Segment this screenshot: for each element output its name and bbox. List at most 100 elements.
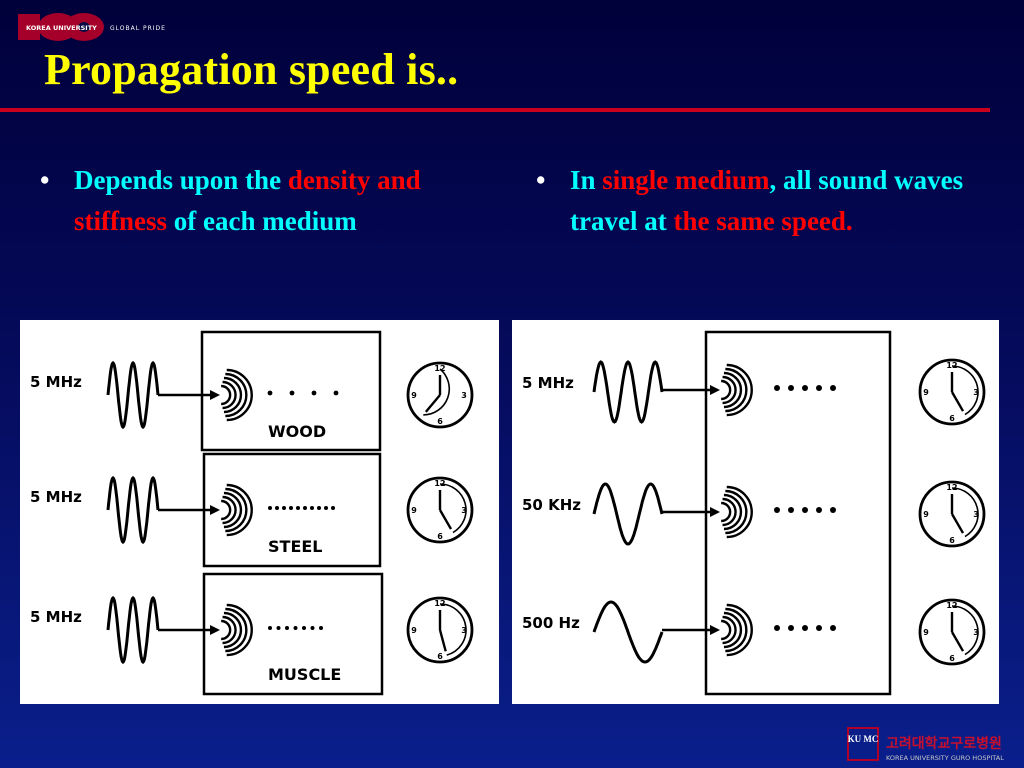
wavefront-arc (222, 380, 237, 410)
clock-number: 3 (461, 626, 467, 635)
bullet-single-medium: • In single medium, all sound waves trav… (536, 160, 990, 242)
sound-wave (106, 595, 160, 665)
travel-dot (816, 507, 822, 513)
travel-dot (317, 506, 321, 510)
travel-dot (303, 506, 307, 510)
clock-number: 3 (461, 391, 467, 400)
wavefront-arc (726, 485, 753, 539)
wavefront-arc (722, 615, 737, 645)
clock-number: 9 (923, 628, 929, 637)
travel-dot (788, 385, 794, 391)
wavefront-arc (222, 615, 237, 645)
travel-dot (774, 625, 780, 631)
clock-number: 3 (461, 506, 467, 515)
hospital-logo: KU MC 고려대학교구로병원 KOREA UNIVERSITY GURO HO… (847, 727, 1004, 762)
wavefront-arc (221, 619, 232, 641)
frequency-label: 5 MHz (30, 488, 82, 506)
wavefront-arc (725, 607, 748, 653)
travel-dot (267, 390, 273, 396)
travel-dot (802, 507, 808, 513)
wavefront-arc (722, 375, 737, 405)
travel-dot (310, 626, 315, 630)
frequency-label: 5 MHz (30, 373, 82, 391)
arrow-head (210, 390, 220, 400)
travel-dot (331, 506, 335, 510)
arrow-head (710, 625, 720, 635)
bullet-text: Depends upon the (74, 165, 288, 195)
elapsed-arc (423, 368, 451, 416)
clock-number: 12 (434, 364, 445, 373)
clock-number: 6 (949, 414, 955, 423)
wavefront-arc (223, 376, 243, 414)
wavefront-arc (723, 493, 743, 531)
wavefront-arc (221, 384, 232, 406)
travel-dot (276, 626, 281, 630)
clock-number: 6 (437, 417, 443, 426)
clock-number: 9 (923, 388, 929, 397)
travel-dot (311, 390, 317, 396)
wavefront-arc (726, 603, 753, 657)
medium-box-wood (200, 330, 382, 452)
elapsed-arc (951, 605, 979, 656)
wavefront-arc (725, 489, 748, 535)
arrow-head (210, 505, 220, 515)
bullet-text: In (570, 165, 603, 195)
wavefront-arc (721, 501, 732, 523)
travel-dot (289, 390, 295, 396)
wavefront-arc (226, 368, 253, 422)
sound-wave (106, 360, 160, 430)
elapsed-arc (951, 487, 979, 538)
travel-dot (275, 506, 279, 510)
frequency-label: 500 Hz (522, 614, 580, 632)
travel-dot (802, 385, 808, 391)
elapsed-arc (951, 365, 979, 416)
arrow-head (710, 507, 720, 517)
wavefront-arc (725, 367, 748, 413)
sound-wave (592, 360, 664, 424)
travel-dot (302, 626, 306, 630)
bullet-icon: • (536, 165, 546, 195)
wavefront-arc (222, 495, 237, 525)
logo-korean: 고려대학교구로병원 (886, 735, 1002, 752)
clock-number: 9 (411, 506, 417, 515)
clock-number: 9 (411, 391, 417, 400)
korea-university-logo: KOREA UNIVERSITY GLOBAL PRIDE (18, 13, 165, 41)
sound-wave (592, 482, 664, 546)
clock-number: 6 (949, 536, 955, 545)
elapsed-arc (439, 603, 467, 656)
sound-wave (592, 600, 664, 664)
wavefront-arc (721, 619, 732, 641)
bullet-icon: • (40, 165, 50, 195)
clock-number: 6 (437, 532, 443, 541)
frequency-label: 5 MHz (30, 608, 82, 626)
bullet-highlight: density and stiffness (74, 165, 421, 236)
travel-dot (289, 506, 293, 510)
single-medium-box (704, 330, 892, 696)
travel-dot (788, 507, 794, 513)
logo-english: KOREA UNIVERSITY GURO HOSPITAL (886, 754, 1004, 762)
travel-dot (816, 385, 822, 391)
clock-number: 3 (973, 510, 979, 519)
travel-dot (816, 625, 822, 631)
wavefront-arc (722, 497, 737, 527)
wavefront-arc (226, 603, 253, 657)
wavefront-arc (723, 611, 743, 649)
travel-dot (293, 626, 298, 630)
travel-dot (268, 506, 272, 510)
travel-dot (319, 626, 323, 630)
travel-dot (324, 506, 328, 510)
travel-dot (774, 507, 780, 513)
arrow-head (710, 385, 720, 395)
travel-dot (788, 625, 794, 631)
travel-dot (333, 390, 339, 396)
logo-text: KOREA UNIVERSITY (26, 24, 97, 32)
wavefront-arc (721, 379, 732, 401)
wavefront-arc (225, 487, 248, 533)
travel-dot (830, 625, 836, 631)
travel-dot (296, 506, 300, 510)
bullet-text: of each medium (167, 206, 357, 236)
